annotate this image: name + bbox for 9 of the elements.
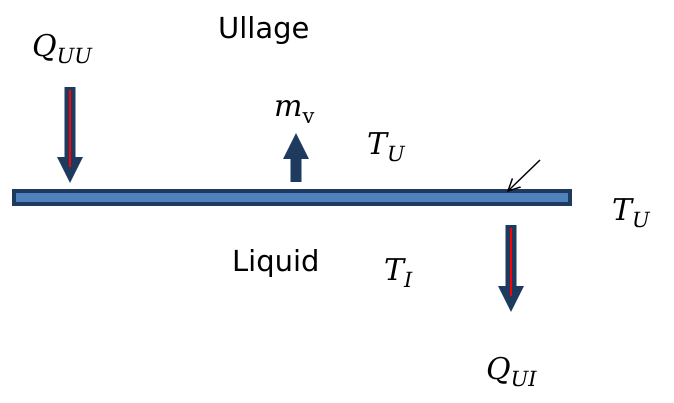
temperature-symbol: T$_{I}$ (384, 256, 412, 291)
temperature-symbol: T$_{U}$ (612, 196, 650, 231)
temperature-symbol: T$_{U}$ (367, 130, 405, 165)
interface-bar (12, 189, 572, 206)
heat-flux-symbol: Q$_{UU}$ (32, 32, 92, 67)
region-label: Liquid (232, 247, 320, 276)
region-label: Ullage (218, 14, 310, 43)
mass-flow-symbol: m$_{v}$ (274, 92, 314, 127)
heat-flux-symbol: Q$_{UI}$ (486, 355, 537, 390)
